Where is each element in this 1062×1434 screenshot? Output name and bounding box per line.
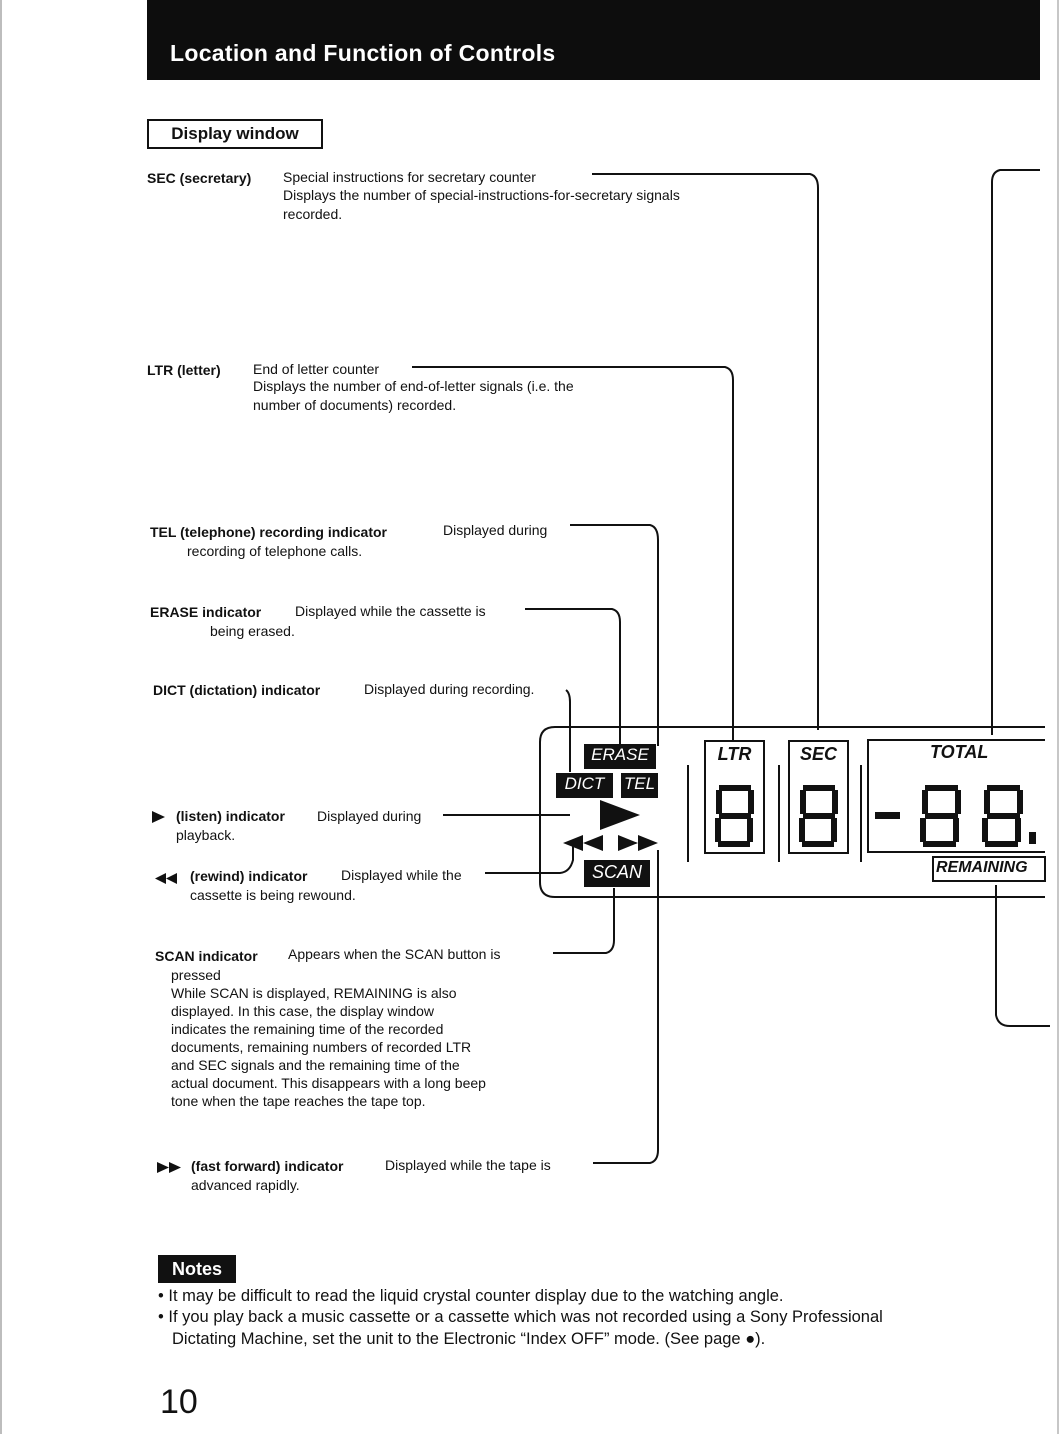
- erase-line-1: Displayed while the cassette is: [295, 603, 486, 619]
- display-dict-indicator: DICT: [564, 774, 605, 793]
- display-ltr-label: LTR: [717, 744, 752, 764]
- section-heading: Display window: [147, 119, 323, 149]
- scan-body-line: and SEC signals and the remaining time o…: [171, 1057, 460, 1073]
- page-edge-right: [1057, 0, 1059, 1434]
- ltr-line-3: number of documents) recorded.: [253, 397, 457, 413]
- display-total-label: TOTAL: [930, 742, 989, 762]
- scan-label: SCAN indicator: [155, 948, 258, 964]
- scan-body-line: indicates the remaining time of the reco…: [171, 1021, 444, 1037]
- scan-line-1: Appears when the SCAN button is: [288, 946, 501, 962]
- ff-line-2: advanced rapidly.: [191, 1177, 300, 1193]
- rewind-icon: [155, 871, 177, 884]
- display-remaining-label: REMAINING: [936, 859, 1028, 876]
- erase-label: ERASE indicator: [150, 604, 262, 620]
- ltr-line-2: Displays the number of end-of-letter sig…: [253, 378, 574, 394]
- display-erase-indicator: ERASE: [591, 745, 649, 764]
- sec-label: SEC (secretary): [147, 170, 252, 186]
- tel-line-1: Displayed during: [443, 522, 548, 538]
- erase-line-2: being erased.: [210, 623, 295, 639]
- rewind-line-2: cassette is being rewound.: [190, 887, 356, 903]
- scan-body: pressed While SCAN is displayed, REMAINI…: [171, 966, 571, 1110]
- rewind-label: (rewind) indicator: [190, 868, 308, 884]
- header-bar: [147, 0, 1040, 80]
- scan-body-line: documents, remaining numbers of recorded…: [171, 1039, 472, 1055]
- play-icon: [152, 810, 165, 823]
- display-scan-indicator: SCAN: [591, 862, 642, 882]
- page-number: 10: [160, 1383, 198, 1421]
- display-ff-icon: [618, 835, 638, 851]
- scan-body-line: pressed: [171, 967, 221, 983]
- display-rewind-icon: [563, 835, 583, 851]
- note-item: • If you play back a music cassette or a…: [158, 1308, 883, 1326]
- page-title: Location and Function of Controls: [170, 40, 556, 66]
- rewind-line-1: Displayed while the: [341, 867, 462, 883]
- display-sec-label: SEC: [799, 744, 837, 764]
- note-text: It may be difficult to read the liquid c…: [168, 1287, 784, 1305]
- ltr-line-1: End of letter counter: [253, 361, 380, 377]
- note-item-continued: Dictating Machine, set the unit to the E…: [172, 1330, 766, 1348]
- sec-line-3: recorded.: [283, 206, 343, 222]
- sec-line-1: Special instructions for secretary count…: [283, 169, 536, 185]
- ltr-label: LTR (letter): [147, 362, 221, 378]
- note-text: If you play back a music cassette or a c…: [168, 1308, 883, 1326]
- scan-body-line: displayed. In this case, the display win…: [171, 1003, 435, 1019]
- dict-label: DICT (dictation) indicator: [153, 682, 321, 698]
- tel-line-2: recording of telephone calls.: [187, 543, 363, 559]
- dict-line-1: Displayed during recording.: [364, 681, 535, 697]
- sec-line-2: Displays the number of special-instructi…: [283, 187, 680, 203]
- ff-label: (fast forward) indicator: [191, 1158, 344, 1174]
- fast-forward-icon: [157, 1160, 181, 1173]
- listen-line-1: Displayed during: [317, 808, 422, 824]
- listen-label: (listen) indicator: [176, 808, 285, 824]
- display-tel-indicator: TEL: [623, 774, 656, 793]
- scan-body-line: tone when the tape reaches the tape top.: [171, 1093, 426, 1109]
- notes-badge: Notes: [158, 1255, 236, 1283]
- ff-line-1: Displayed while the tape is: [385, 1157, 551, 1173]
- tel-label: TEL (telephone) recording indicator: [150, 524, 387, 540]
- page-edge-left: [0, 0, 2, 1434]
- note-item: • It may be difficult to read the liquid…: [158, 1287, 784, 1305]
- scan-body-line: While SCAN is displayed, REMAINING is al…: [171, 985, 457, 1001]
- display-play-icon: [600, 800, 640, 830]
- listen-line-2: playback.: [176, 827, 236, 843]
- scan-body-line: actual document. This disappears with a …: [171, 1075, 486, 1091]
